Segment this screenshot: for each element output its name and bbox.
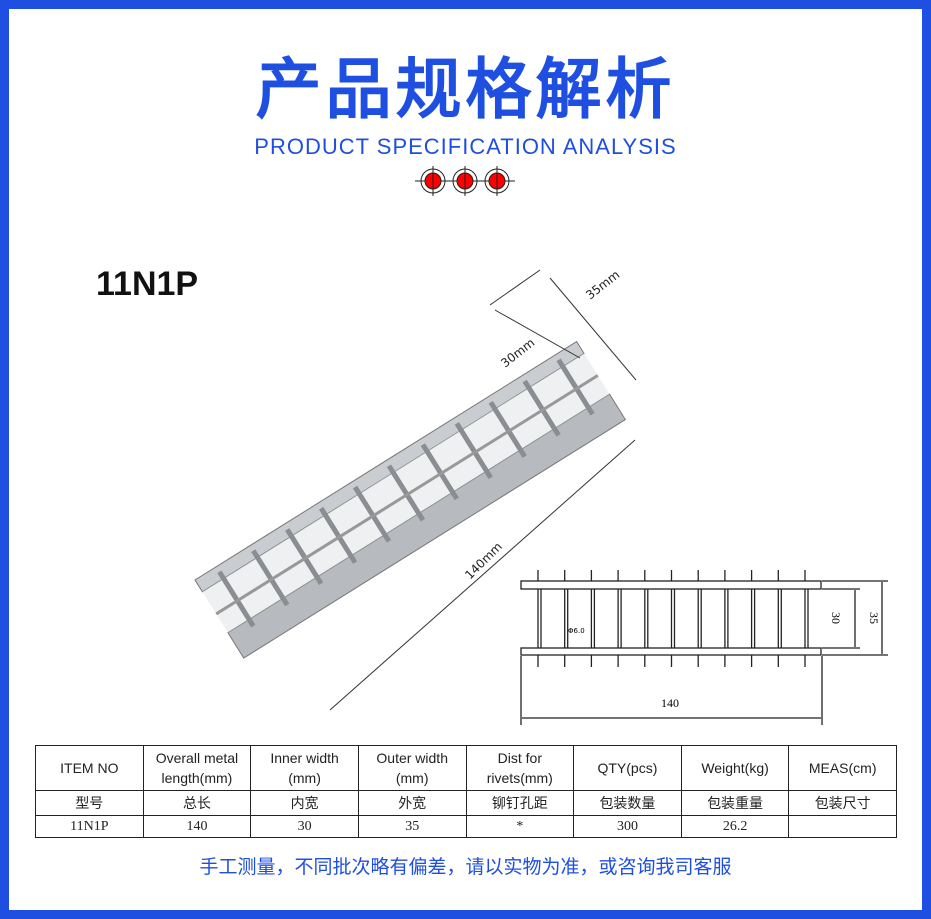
target-dots-icon	[415, 166, 515, 196]
th-cn: 外宽	[357, 790, 467, 816]
cell: 140	[142, 815, 252, 838]
th-cn: 包装数量	[573, 790, 682, 816]
th-cn: 包装尺寸	[788, 790, 897, 816]
th-cn: 总长	[142, 790, 252, 816]
th-rivets: Dist for rivets(mm)	[465, 745, 575, 791]
product-photo: 140mm 30mm 35mm	[194, 268, 637, 711]
th-qty: QTY(pcs)	[573, 745, 682, 791]
cell: 35	[357, 815, 467, 838]
technical-drawing: 140 30 35 Φ6.0	[520, 570, 888, 725]
drawing-rivet: Φ6.0	[568, 627, 585, 635]
cell	[788, 815, 897, 838]
spec-table: ITEM NO Overall metal length(mm) Inner w…	[35, 745, 897, 838]
th-cn: 铆钉孔距	[465, 790, 575, 816]
cell: 26.2	[680, 815, 790, 838]
cell: *	[465, 815, 575, 838]
th-length: Overall metal length(mm)	[142, 745, 252, 791]
table-row: 11N1P 140 30 35 * 300 26.2	[35, 815, 897, 838]
cell: 300	[573, 815, 682, 838]
th-cn: 包装重量	[680, 790, 790, 816]
disclaimer-note: 手工测量，不同批次略有偏差，请以实物为准，或咨询我司客服	[199, 856, 732, 878]
th-weight: Weight(kg)	[680, 745, 790, 791]
model-number: 11N1P	[96, 265, 199, 303]
drawing-length: 140	[661, 696, 679, 710]
drawing-inner: 30	[829, 612, 843, 624]
photo-inner-label: 30mm	[498, 336, 537, 371]
th-cn: 型号	[35, 790, 144, 816]
cell: 30	[250, 815, 359, 838]
th-outer: Outer width (mm)	[357, 745, 467, 791]
page-subtitle: PRODUCT SPECIFICATION ANALYSIS	[254, 134, 677, 159]
th-item-no: ITEM NO	[35, 745, 144, 791]
drawing-outer: 35	[867, 612, 881, 624]
photo-outer-label: 35mm	[583, 268, 622, 303]
th-meas: MEAS(cm)	[788, 745, 897, 791]
page-title: 产品规格解析	[255, 51, 676, 128]
cell: 11N1P	[35, 815, 144, 838]
th-inner: Inner width (mm)	[250, 745, 359, 791]
th-cn: 内宽	[250, 790, 359, 816]
